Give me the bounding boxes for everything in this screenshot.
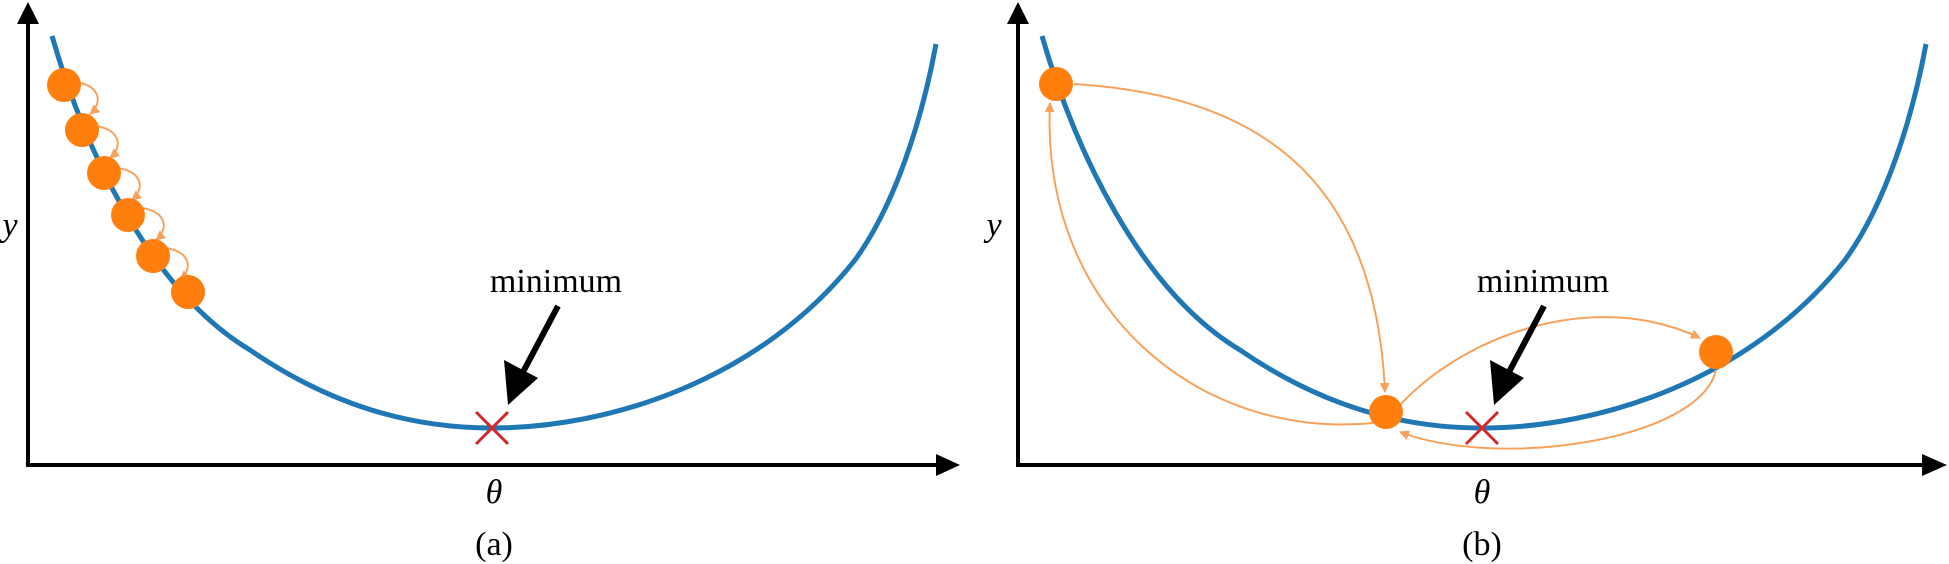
loss-curve xyxy=(49,35,939,431)
y-axis-label: y xyxy=(0,207,18,244)
x-axis-arrowhead xyxy=(936,454,960,476)
annotation-arrowhead xyxy=(504,360,538,405)
annotation-label: minimum xyxy=(1477,263,1609,300)
minimum-marker xyxy=(1464,410,1500,446)
annotation-arrow xyxy=(520,304,561,374)
step-arrows xyxy=(1044,83,1717,450)
step-point xyxy=(1039,67,1073,101)
step-points xyxy=(1039,67,1733,429)
descent-points xyxy=(47,68,205,309)
x-axis-label: θ xyxy=(486,474,503,511)
x-axis-arrowhead xyxy=(1922,454,1947,476)
step-point xyxy=(1699,335,1733,369)
annotation-label: minimum xyxy=(490,263,622,300)
annotation-arrow xyxy=(1506,304,1547,374)
step-point xyxy=(136,239,170,273)
step-point xyxy=(1369,395,1403,429)
step-point xyxy=(47,68,81,102)
panel-b: minimum y θ (b) xyxy=(983,2,1947,563)
panel-a: minimum y θ (a) xyxy=(0,2,960,563)
annotation-arrowhead xyxy=(1490,360,1524,405)
y-axis-arrowhead xyxy=(17,2,39,24)
loss-curve xyxy=(1039,35,1929,431)
step-point xyxy=(65,113,99,147)
minimum-marker xyxy=(474,410,510,446)
step-point xyxy=(111,198,145,232)
y-axis-label: y xyxy=(983,207,1002,244)
panel-caption: (b) xyxy=(1462,526,1502,563)
step-point xyxy=(87,156,121,190)
step-point xyxy=(171,275,205,309)
x-axis-label: θ xyxy=(1474,474,1491,511)
y-axis-arrowhead xyxy=(1007,2,1029,24)
panel-caption: (a) xyxy=(475,526,513,563)
step-arrows xyxy=(75,81,191,281)
